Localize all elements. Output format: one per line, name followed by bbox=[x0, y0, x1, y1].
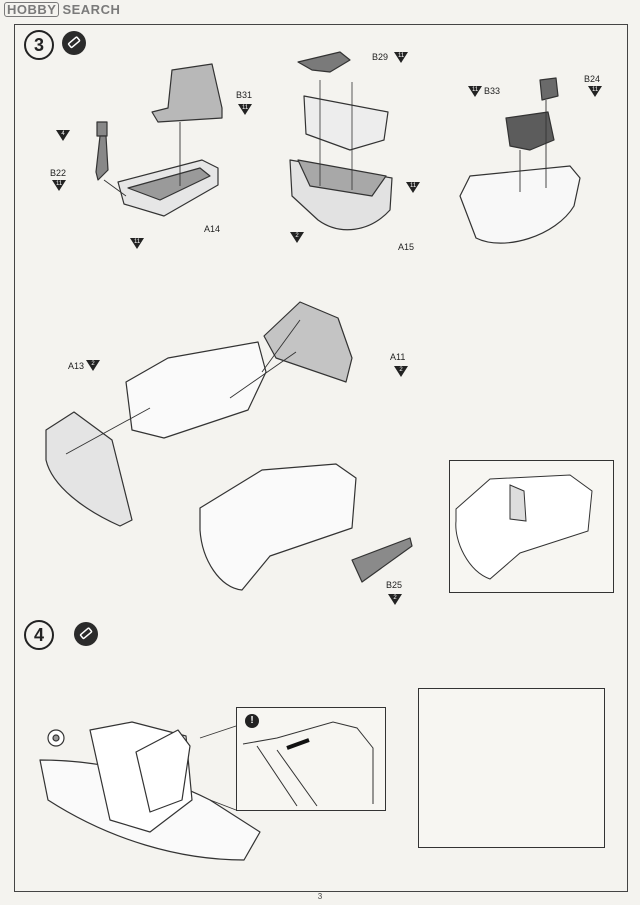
color-callout-a13: 2 bbox=[86, 360, 100, 371]
label-a15: A15 bbox=[398, 242, 415, 252]
cockpit-tub-assembly bbox=[125, 341, 267, 439]
part-b33 bbox=[505, 111, 555, 151]
part-b25 bbox=[351, 537, 413, 583]
color-callout-b31: 11 bbox=[238, 104, 252, 115]
watermark-logo: HOBBY bbox=[4, 2, 60, 17]
watermark-text: SEARCH bbox=[62, 2, 121, 17]
label-a11: A11 bbox=[390, 352, 406, 362]
inset-completed-tub bbox=[449, 460, 614, 593]
color-callout-b25: 2 bbox=[388, 594, 402, 605]
front-bulkhead-a13 bbox=[45, 411, 133, 527]
cement-pencil-icon bbox=[62, 31, 86, 55]
label-b29: B29 bbox=[372, 52, 389, 62]
cement-pencil-icon-2 bbox=[74, 622, 98, 646]
label-b24: B24 bbox=[584, 74, 601, 84]
color-callout-stick: 4 bbox=[56, 130, 70, 141]
color-callout-b29: 11 bbox=[394, 52, 408, 63]
inset-detail-warning: ! bbox=[236, 707, 386, 811]
label-a14: A14 bbox=[204, 224, 221, 234]
instruction-page-frame bbox=[14, 24, 628, 892]
color-callout-b24: 11 bbox=[588, 86, 602, 97]
inset-step4-result bbox=[418, 688, 605, 848]
label-b31: B31 bbox=[236, 90, 253, 100]
color-callout-a11: 2 bbox=[394, 366, 408, 377]
color-callout-b33: 11 bbox=[468, 86, 482, 97]
color-callout-a14: 11 bbox=[130, 238, 144, 249]
page-number: 3 bbox=[317, 892, 323, 901]
detail-drawing bbox=[242, 721, 374, 807]
tub-part bbox=[459, 165, 581, 244]
rear-bulkhead-a11 bbox=[263, 301, 353, 383]
label-a13: A13 bbox=[68, 361, 85, 371]
seat-part-b31 bbox=[151, 63, 223, 123]
cockpit-tub-assembled bbox=[199, 463, 357, 591]
label-b22: B22 bbox=[50, 168, 67, 178]
color-callout-tub: 11 bbox=[406, 182, 420, 193]
part-b24 bbox=[539, 77, 559, 101]
inset-tub-drawing bbox=[455, 474, 593, 580]
warning-icon: ! bbox=[245, 714, 259, 728]
pencil-icon bbox=[67, 36, 81, 49]
pencil-icon bbox=[79, 627, 93, 640]
label-b33: B33 bbox=[484, 86, 501, 96]
step-number-3: 3 bbox=[24, 30, 54, 60]
label-b25: B25 bbox=[386, 580, 403, 590]
color-callout-b22: 11 bbox=[52, 180, 66, 191]
color-callout-tub-2: 2 bbox=[290, 232, 304, 243]
step-number-4: 4 bbox=[24, 620, 54, 650]
control-stick-b22 bbox=[95, 135, 109, 181]
part-b29 bbox=[297, 51, 351, 73]
